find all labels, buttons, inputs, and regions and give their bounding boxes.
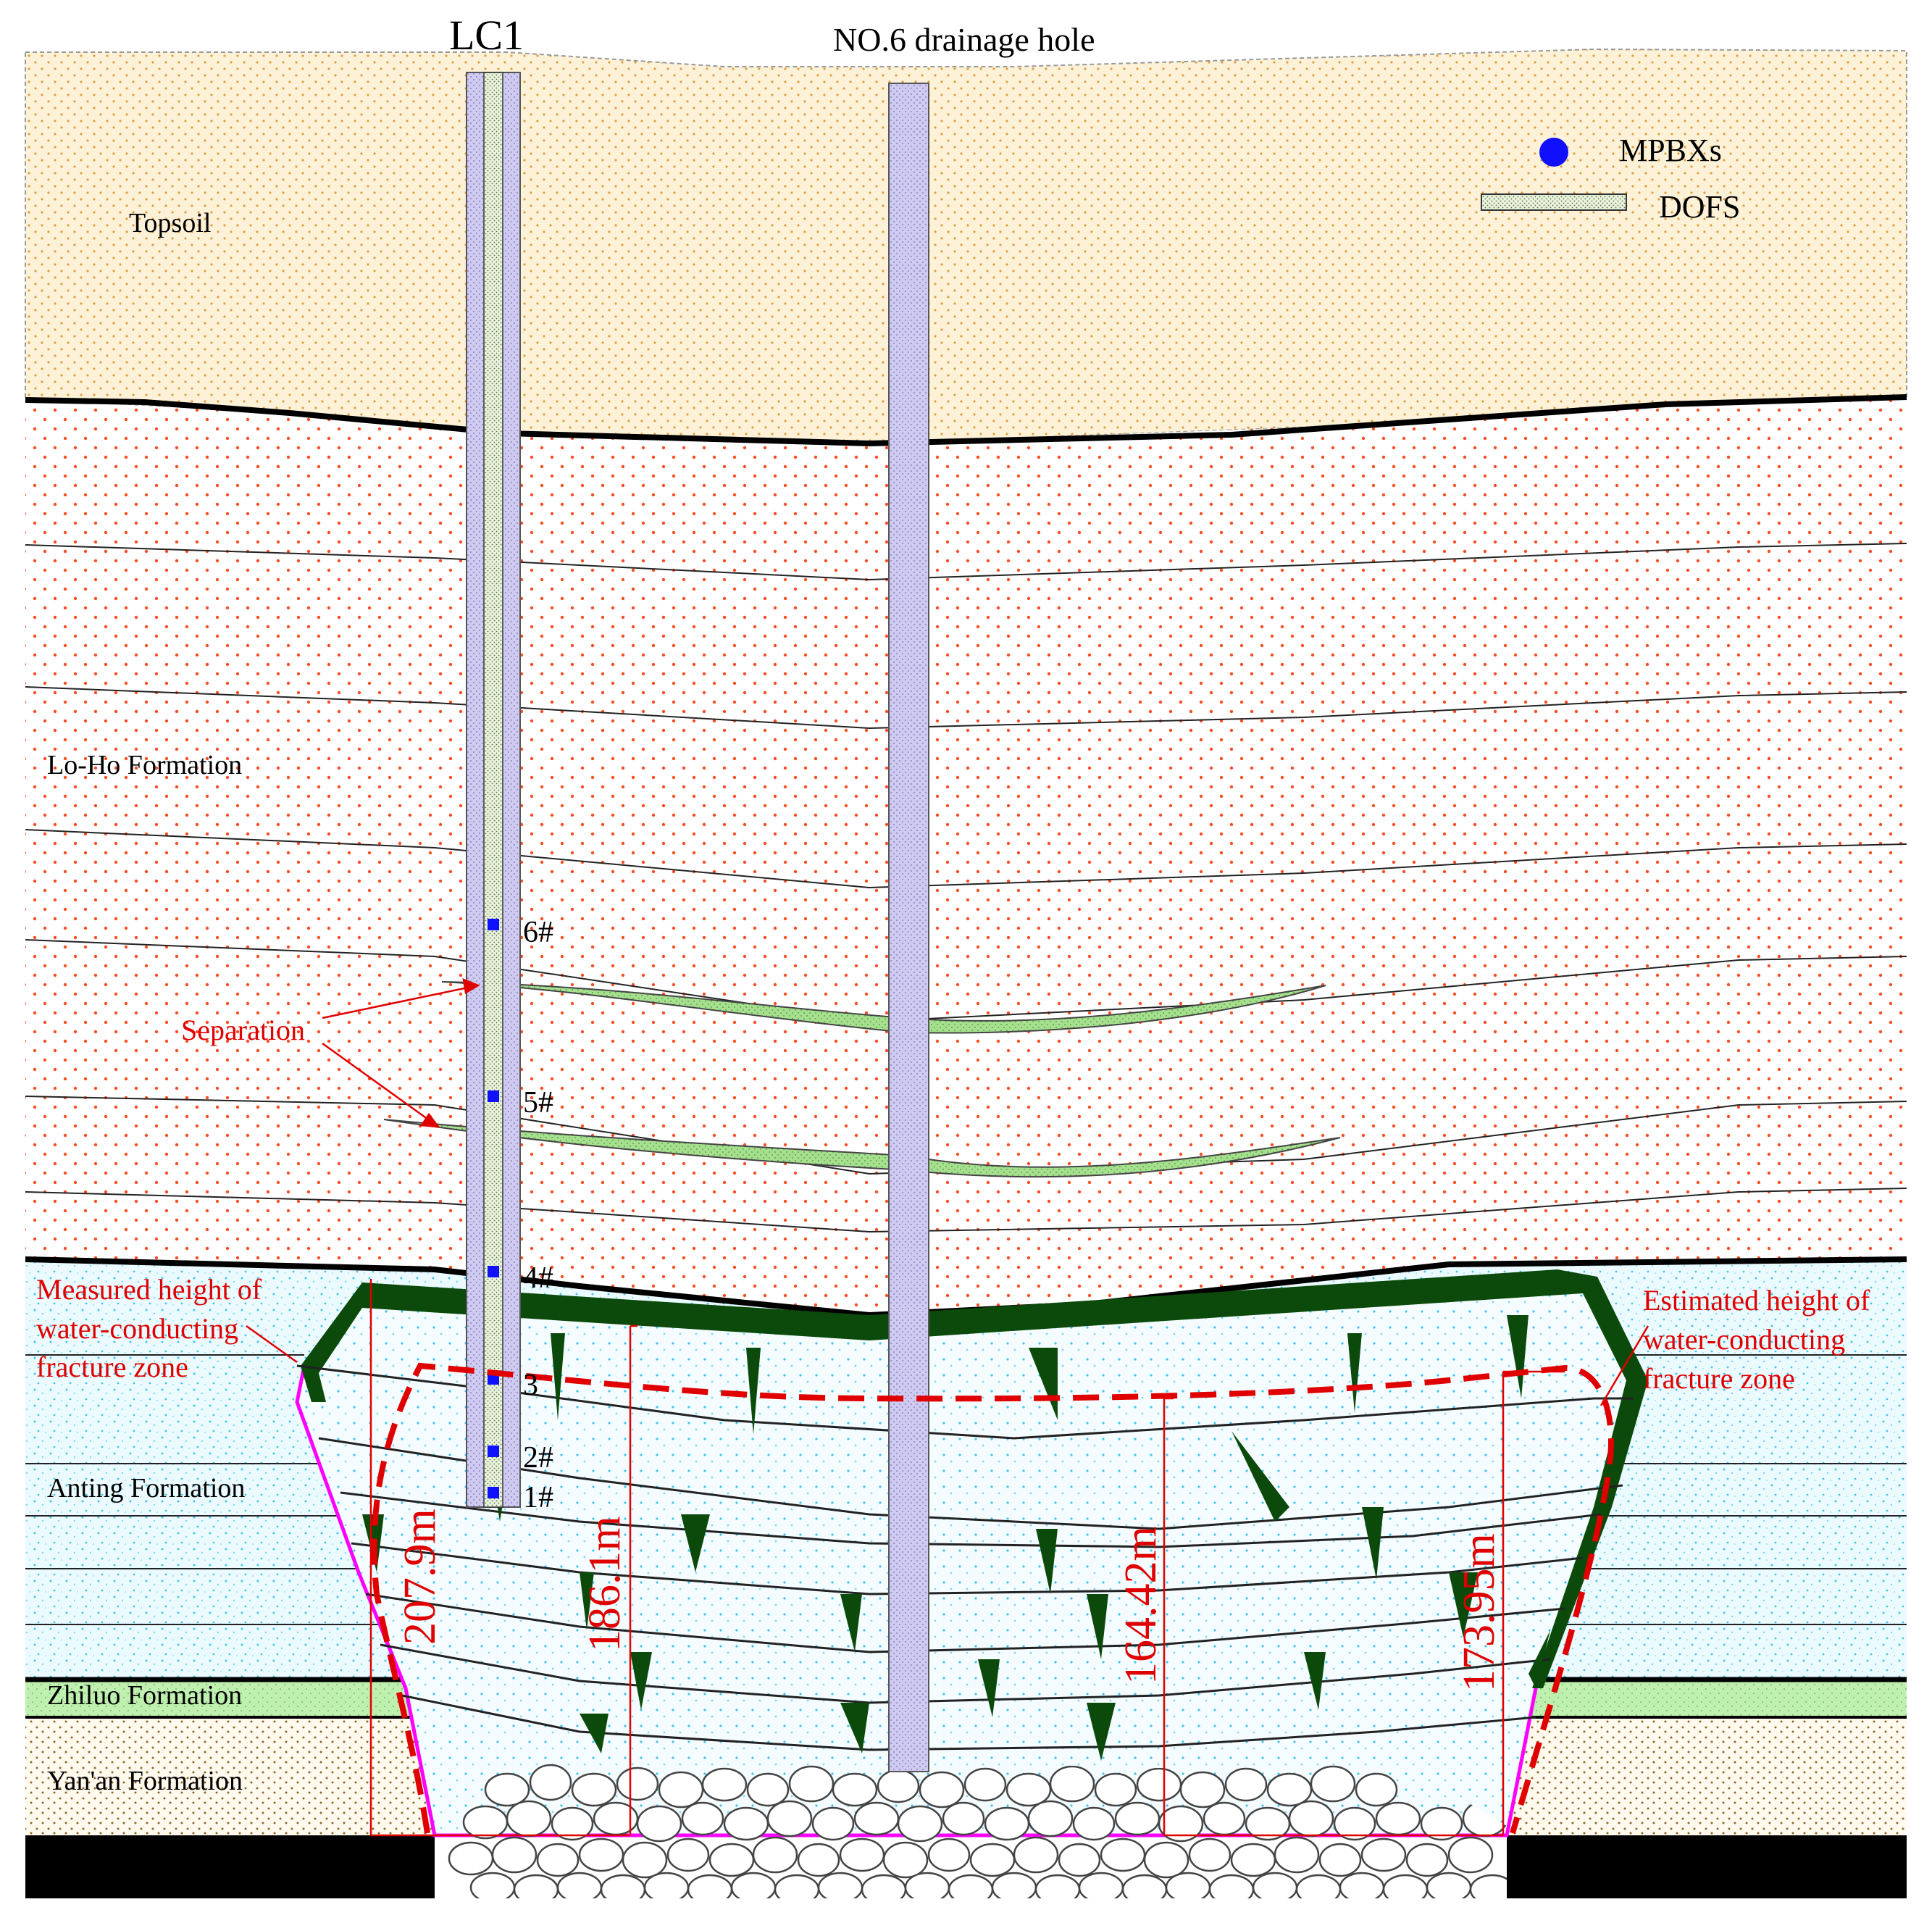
measured-height-label-2: water-conducting [36, 1312, 238, 1345]
anchor-4 [488, 1266, 499, 1277]
dofs-legend-icon [1481, 193, 1627, 211]
lc1-title: LC1 [449, 12, 524, 59]
formation-anting: Anting Formation [47, 1473, 245, 1503]
dimension-164-42: 164.42m [1116, 1526, 1166, 1685]
formation-yanan: Yan'an Formation [47, 1766, 243, 1796]
formation-zhiluo: Zhiluo Formation [47, 1680, 242, 1711]
anchor-2 [488, 1446, 499, 1457]
borehole-no6-drainage [888, 83, 929, 1772]
anchor-label-1: 1# [523, 1481, 553, 1514]
anchor-label-5: 5# [523, 1086, 553, 1119]
dimension-207-9: 207.9m [396, 1509, 445, 1645]
anchor-1 [488, 1487, 499, 1498]
dimension-173-95: 173.95m [1455, 1533, 1504, 1692]
dofs-legend-label: DOFS [1659, 189, 1741, 225]
dofs-cable [483, 72, 503, 1508]
anchor-label-2: 2# [523, 1441, 553, 1474]
fracture-zone-rim [301, 1269, 1648, 1688]
formation-topsoil: Topsoil [129, 208, 211, 238]
loho-strata-lines [25, 543, 1907, 1233]
coal-seam-left [25, 1835, 435, 1898]
anchor-label-4: 4# [523, 1261, 553, 1295]
anting-strata-lines [25, 1354, 1907, 1625]
estimated-height-label-2: water-conducting [1643, 1323, 1845, 1356]
formation-loho: Lo-Ho Formation [47, 750, 242, 780]
measured-height-label-3: fracture zone [36, 1351, 188, 1383]
dimension-186-1: 186.1m [580, 1516, 630, 1652]
drainage-hole-title: NO.6 drainage hole [833, 21, 1095, 58]
caved-rubble [448, 1764, 1507, 1898]
estimated-height-curve [371, 1362, 1614, 1835]
legend: MPBXs DOFS [1481, 133, 1741, 225]
coal-seam-right [1507, 1835, 1907, 1898]
separation-label: Separation [181, 1014, 305, 1046]
mpbx-anchors [488, 919, 499, 1498]
estimated-height-label-1: Estimated height of [1643, 1284, 1870, 1317]
loho-layer [25, 397, 1907, 1315]
fracture-zone [295, 1269, 1648, 1838]
measured-leader [246, 1325, 298, 1364]
measured-height-label-1: Measured height of [36, 1273, 262, 1306]
anchor-label-6: 6# [523, 916, 553, 949]
separation-lens-upper [441, 981, 1326, 1034]
topsoil-boundary [25, 394, 1907, 447]
estimated-height-label-3: fracture zone [1643, 1362, 1795, 1395]
anchor-label-3: 3 [523, 1369, 538, 1402]
mpbx-legend-label: MPBXs [1619, 133, 1722, 168]
separation-arrows [322, 978, 480, 1128]
borehole-lc1 [466, 72, 521, 1508]
separation-lens-lower [383, 1119, 1341, 1178]
dimension-lines [369, 1279, 1565, 1837]
mpbx-legend-icon [1539, 138, 1568, 167]
anchor-6 [488, 919, 499, 930]
estimated-leader [1599, 1325, 1649, 1406]
anchor-3 [488, 1373, 499, 1385]
topsoil-layer [25, 48, 1907, 445]
anchor-5 [488, 1090, 499, 1102]
